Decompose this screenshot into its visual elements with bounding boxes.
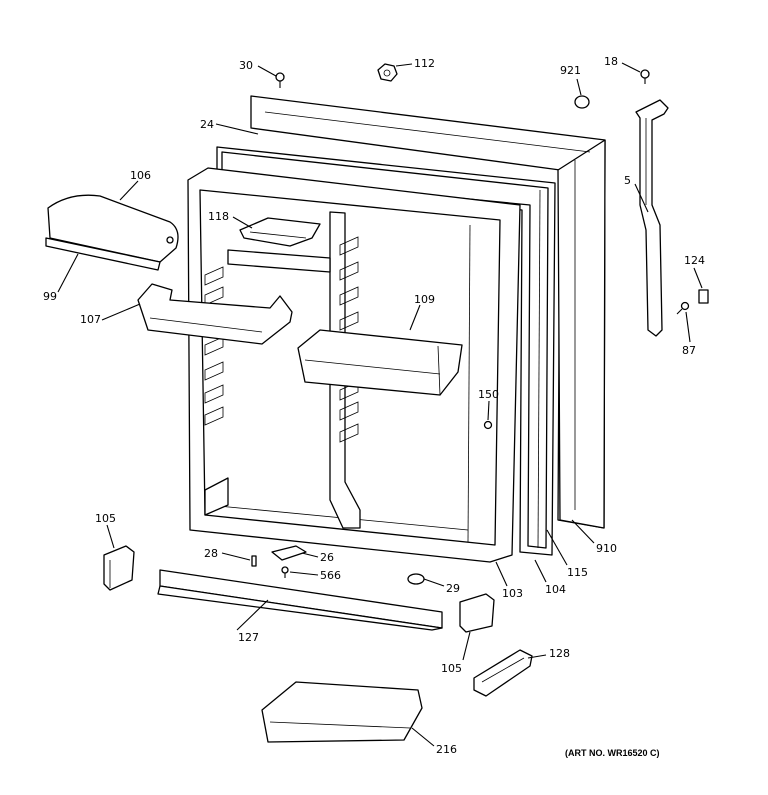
label-29: 29 [446,582,460,595]
label-107: 107 [80,313,101,326]
label-30: 30 [239,59,253,72]
label-24: 24 [200,118,214,131]
leader-lines [57,62,703,747]
label-112: 112 [414,57,435,70]
label-105-right: 105 [441,662,462,675]
label-910: 910 [596,542,617,555]
bin-216 [261,681,423,743]
door-shelf-107 [137,283,293,345]
label-28: 28 [204,547,218,560]
screw-150 [483,420,493,430]
screw-87 [676,301,690,315]
label-216: 216 [436,743,457,756]
plug-921 [574,95,590,109]
label-105-left: 105 [95,512,116,525]
cover-128 [473,649,533,697]
button-29 [407,573,425,585]
label-127: 127 [238,631,259,644]
label-106: 106 [130,169,151,182]
label-124: 124 [684,254,705,267]
shelf-118 [239,217,321,247]
part-labels: 30 112 921 18 24 106 5 118 99 124 107 10… [43,55,705,758]
label-99: 99 [43,290,57,303]
label-115: 115 [567,566,588,579]
screw-566 [281,566,289,578]
art-number: (ART NO. WR16520 C) [565,748,660,758]
bracket-105-left [103,545,135,591]
label-5: 5 [624,174,631,187]
label-103: 103 [502,587,523,600]
door-handle [635,99,669,337]
clip-124 [698,289,709,304]
plate-26 [271,545,307,561]
label-566: 566 [320,569,341,582]
label-26: 26 [320,551,334,564]
screw-30 [275,72,285,88]
nut-112 [377,63,398,82]
door-bin-109 [297,329,463,396]
label-921: 921 [560,64,581,77]
bottom-trim-127 [157,569,443,631]
label-118: 118 [208,210,229,223]
label-109: 109 [414,293,435,306]
pin-28 [251,555,257,567]
label-18: 18 [604,55,618,68]
label-104: 104 [545,583,566,596]
dairy-compartment [45,194,179,271]
outer-door-panel [250,95,606,529]
screw-18 [640,69,650,84]
label-128: 128 [549,647,570,660]
bracket-105-right [459,593,495,633]
label-150: 150 [478,388,499,401]
label-87: 87 [682,344,696,357]
